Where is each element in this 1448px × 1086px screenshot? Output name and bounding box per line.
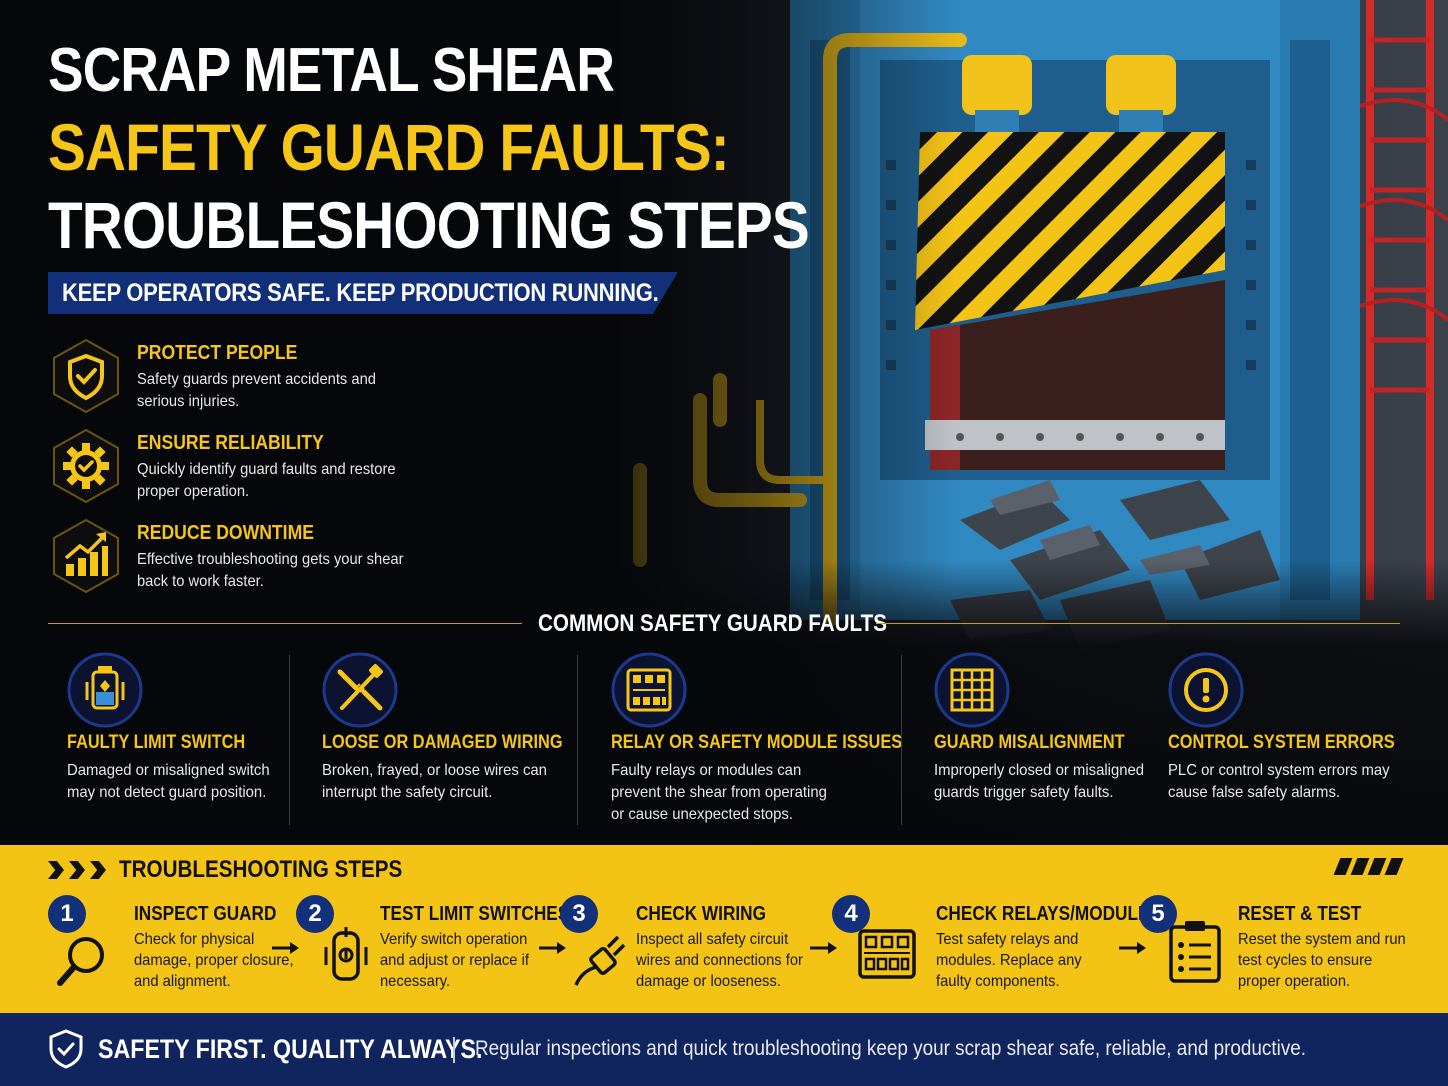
divider xyxy=(901,655,902,825)
benefit-text: Effective troubleshooting gets your shea… xyxy=(137,551,404,590)
limit-switch-icon xyxy=(324,927,368,981)
fault-title: FAULTY LIMIT SWITCH xyxy=(67,732,246,753)
step-number: 5 xyxy=(1139,895,1177,933)
faults-heading-text: COMMON SAFETY GUARD FAULTS xyxy=(538,610,887,637)
step-title: INSPECT GUARD xyxy=(134,903,277,925)
benefit-title: ENSURE RELIABILITY xyxy=(137,432,324,454)
step-text: Check for physical damage, proper closur… xyxy=(134,931,294,990)
steps-heading-text: TROUBLESHOOTING STEPS xyxy=(119,856,403,883)
tagline-banner: KEEP OPERATORS SAFE. KEEP PRODUCTION RUN… xyxy=(48,272,678,314)
chevron-right-icon xyxy=(90,861,106,879)
hazard-stripes-icon xyxy=(1332,858,1404,875)
alert-icon xyxy=(1168,652,1244,728)
step-item: 1 INSPECT GUARD Check for physical damag… xyxy=(48,895,294,1005)
divider xyxy=(289,655,290,825)
fault-title: CONTROL SYSTEM ERRORS xyxy=(1168,732,1395,753)
benefit-item: PROTECT PEOPLE Safety guards prevent acc… xyxy=(48,338,488,428)
benefit-title: PROTECT PEOPLE xyxy=(137,342,298,364)
step-text: Test safety relays and modules. Replace … xyxy=(936,931,1082,990)
step-text: Inspect all safety circuit wires and con… xyxy=(636,931,803,990)
growth-chart-icon xyxy=(53,518,119,594)
step-number: 3 xyxy=(560,895,598,933)
arrow-right-icon xyxy=(1119,942,1146,954)
relay-module-icon xyxy=(611,652,687,728)
broken-wire-icon xyxy=(322,652,398,728)
guard-grid-icon xyxy=(934,652,1010,728)
limit-switch-icon xyxy=(67,652,143,728)
step-title: TEST LIMIT SWITCHES xyxy=(380,903,570,925)
fault-title: RELAY OR SAFETY MODULE ISSUES xyxy=(611,732,903,753)
step-number: 4 xyxy=(832,895,870,933)
footer-slogan: SAFETY FIRST. QUALITY ALWAYS. xyxy=(98,1034,483,1064)
steps-heading: TROUBLESHOOTING STEPS xyxy=(48,855,448,885)
step-title: RESET & TEST xyxy=(1238,903,1362,925)
gear-check-icon xyxy=(53,428,119,504)
fault-text: PLC or control system errors may cause f… xyxy=(1168,762,1390,801)
arrow-right-icon xyxy=(272,942,299,954)
benefit-text: Quickly identify guard faults and restor… xyxy=(137,461,396,500)
plug-wire-icon xyxy=(574,935,626,986)
fault-text: Damaged or misaligned switch may not det… xyxy=(67,762,270,801)
step-item: 3 CHECK WIRING Inspect all safety circui… xyxy=(560,895,820,1005)
step-number: 2 xyxy=(296,895,334,933)
benefit-item: ENSURE RELIABILITY Quickly identify guar… xyxy=(48,428,488,518)
faults-heading: COMMON SAFETY GUARD FAULTS xyxy=(48,608,1400,640)
title-block: SCRAP METAL SHEAR SAFETY GUARD FAULTS: T… xyxy=(48,36,810,262)
fault-text: Improperly closed or misaligned guards t… xyxy=(934,762,1145,801)
title-line-1: SCRAP METAL SHEAR xyxy=(48,36,615,105)
divider xyxy=(453,1037,455,1063)
benefit-title: REDUCE DOWNTIME xyxy=(137,522,314,544)
fault-title: GUARD MISALIGNMENT xyxy=(934,732,1125,753)
step-title: CHECK RELAYS/MODULES xyxy=(936,903,1161,925)
title-line-2: SAFETY GUARD FAULTS: xyxy=(48,110,730,184)
shield-check-icon xyxy=(53,338,119,414)
magnifier-icon xyxy=(57,937,104,986)
divider xyxy=(876,623,1400,624)
step-number: 1 xyxy=(48,895,86,933)
benefits-list: PROTECT PEOPLE Safety guards prevent acc… xyxy=(48,338,488,608)
shield-check-icon xyxy=(49,1029,83,1069)
clipboard-checklist-icon xyxy=(1169,921,1221,983)
step-item: 5 RESET & TEST Reset the system and run … xyxy=(1139,895,1419,1005)
troubleshooting-steps-panel: TROUBLESHOOTING STEPS 1 INSPECT GUARD Ch… xyxy=(0,845,1448,1013)
divider xyxy=(577,655,578,825)
benefit-item: REDUCE DOWNTIME Effective troubleshootin… xyxy=(48,518,488,608)
divider xyxy=(48,623,522,624)
chevron-right-icon xyxy=(69,861,85,879)
step-text: Reset the system and run test cycles to … xyxy=(1238,931,1406,990)
arrow-right-icon xyxy=(810,942,837,954)
tagline-text: KEEP OPERATORS SAFE. KEEP PRODUCTION RUN… xyxy=(62,278,659,307)
fault-title: LOOSE OR DAMAGED WIRING xyxy=(322,732,563,753)
chevron-right-icon xyxy=(48,861,64,879)
footer-bar: SAFETY FIRST. QUALITY ALWAYS. Regular in… xyxy=(0,1013,1448,1086)
step-item: 4 CHECK RELAYS/MODULES Test safety relay… xyxy=(832,895,1161,1005)
fault-text: Faulty relays or modules can prevent the… xyxy=(611,762,827,823)
step-title: CHECK WIRING xyxy=(636,903,766,925)
step-item: 2 TEST LIMIT SWITCHES Verify switch oper… xyxy=(296,895,569,1005)
fault-text: Broken, frayed, or loose wires can inter… xyxy=(322,762,547,801)
arrow-right-icon xyxy=(539,942,566,954)
step-text: Verify switch operation and adjust or re… xyxy=(380,931,529,990)
benefit-text: Safety guards prevent accidents and seri… xyxy=(137,371,376,410)
title-line-3: TROUBLESHOOTING STEPS xyxy=(48,188,810,262)
footer-message: Regular inspections and quick troublesho… xyxy=(475,1037,1307,1060)
relay-module-icon xyxy=(858,929,916,979)
